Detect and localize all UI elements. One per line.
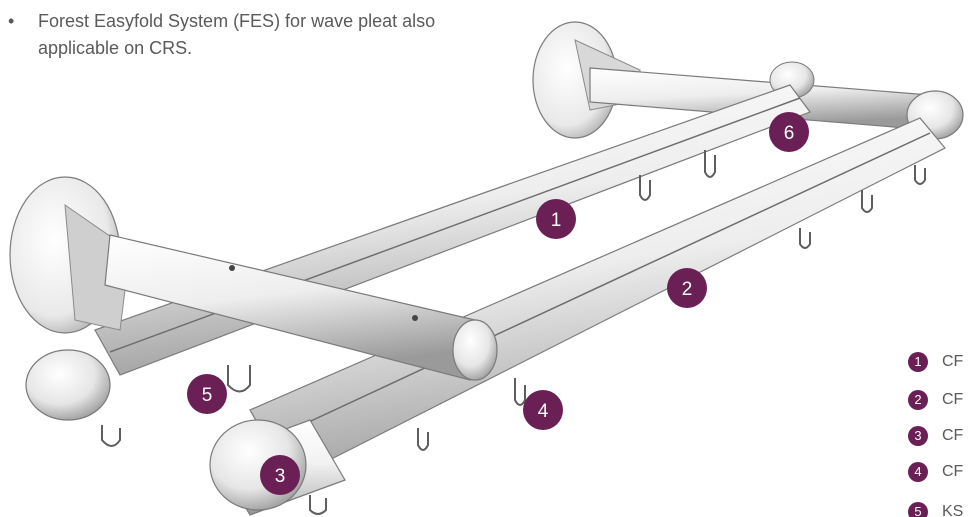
front-wall-bracket	[9, 176, 498, 381]
legend-item: 3 CF	[908, 423, 963, 449]
legend-number: 1	[908, 352, 928, 372]
legend-item: 2 CF	[908, 387, 963, 413]
legend: 1 CF 2 CF 3 CF 4 CF 5 KS	[908, 349, 973, 517]
legend-number: 2	[908, 390, 928, 410]
legend-label: KS	[942, 503, 964, 517]
legend-label: CF	[942, 463, 964, 480]
callout-1: 1	[536, 199, 576, 239]
legend-label: CF	[942, 353, 964, 370]
callout-5: 5	[187, 374, 227, 414]
legend-item: 4 CF	[908, 459, 963, 485]
callout-6: 6	[769, 112, 809, 152]
callout-1-label: 1	[551, 210, 562, 231]
callout-2: 2	[667, 268, 707, 308]
legend-number: 5	[908, 502, 928, 517]
legend-item: 5 KS	[908, 499, 963, 517]
callout-4: 4	[523, 390, 563, 430]
callout-3-label: 3	[275, 466, 286, 487]
callout-2-label: 2	[682, 279, 693, 300]
legend-item: 1 CF	[908, 349, 963, 375]
callout-4-label: 4	[538, 401, 549, 422]
callout-6-label: 6	[784, 123, 795, 144]
legend-label: CF	[942, 427, 964, 444]
legend-label: CF	[942, 391, 964, 408]
curtain-hooks	[101, 150, 926, 515]
bullet-marker: •	[8, 11, 15, 31]
callout-5-label: 5	[202, 385, 213, 406]
description-text: Forest Easyfold System (FES) for wave pl…	[38, 11, 436, 58]
callout-3: 3	[260, 455, 300, 495]
end-cap-rail-one	[25, 349, 111, 421]
legend-number: 3	[908, 426, 928, 446]
legend-number: 4	[908, 462, 928, 482]
